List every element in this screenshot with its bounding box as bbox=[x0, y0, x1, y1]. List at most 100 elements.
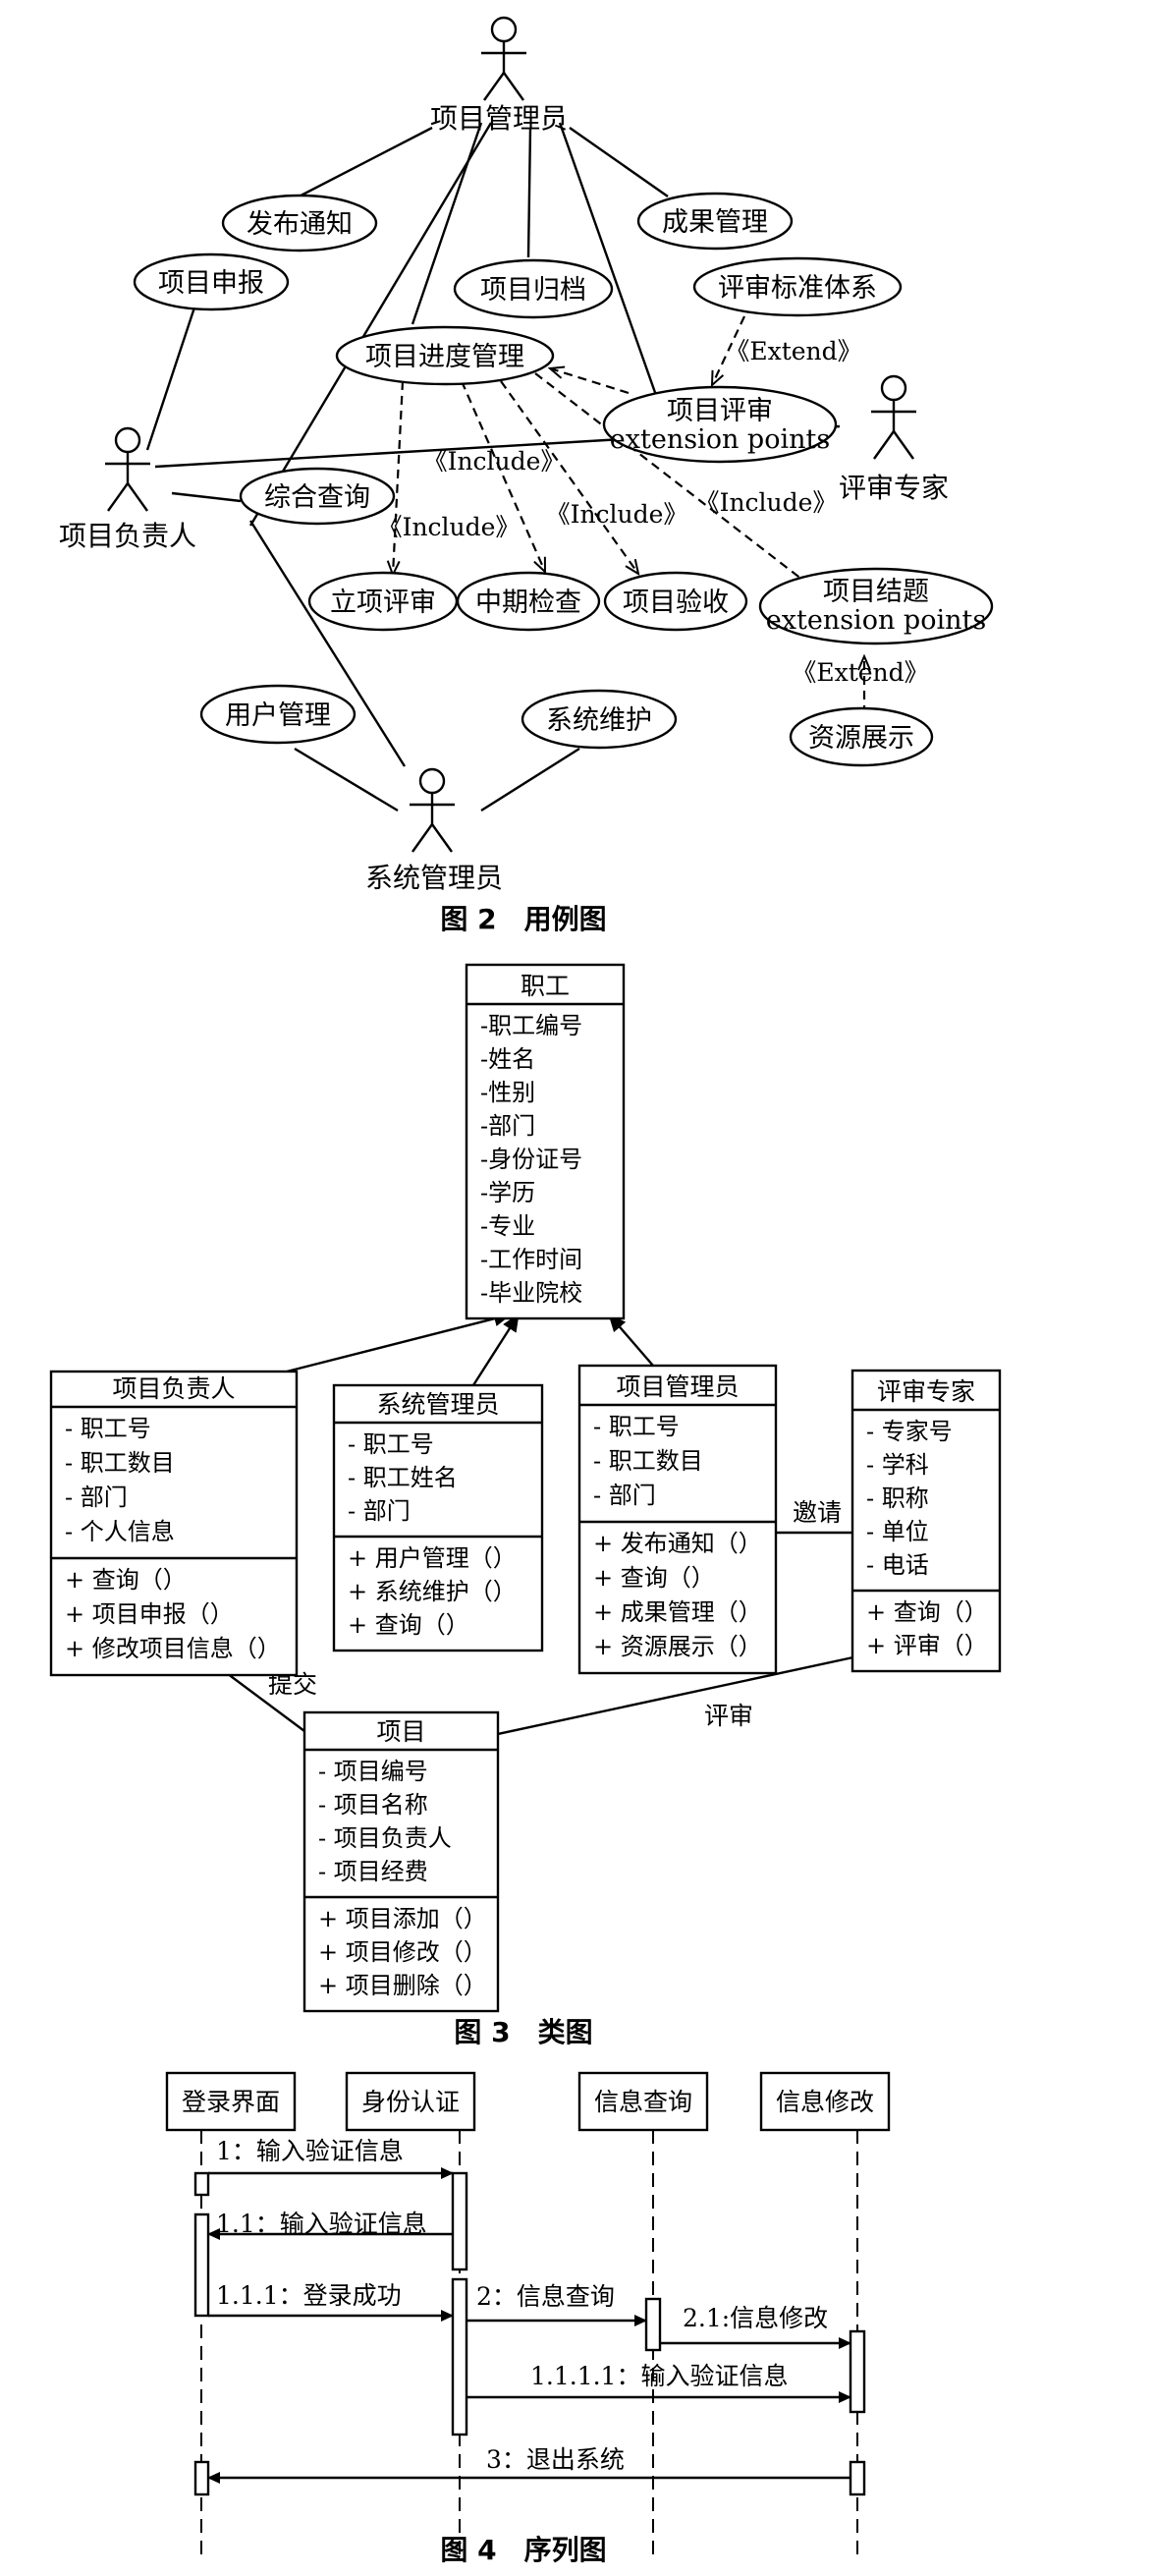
stereotype-extend-review: 《Extend》 bbox=[725, 337, 861, 365]
use-case-dependencies bbox=[386, 315, 871, 714]
class-attribute: - 职工号 bbox=[593, 1413, 680, 1440]
class-attribute: - 职工号 bbox=[348, 1430, 434, 1458]
svg-text:立项评审: 立项评审 bbox=[330, 588, 436, 618]
class-project-manager: 项目管理员- 职工号- 职工数目- 部门+ 发布通知（）+ 查询（）+ 成果管理… bbox=[577, 1364, 778, 1675]
actor-review-expert: 评审专家 bbox=[839, 374, 949, 504]
class-name: 评审专家 bbox=[877, 1377, 975, 1406]
class-name: 项目管理员 bbox=[616, 1372, 739, 1401]
class-attribute: - 项目负责人 bbox=[318, 1824, 452, 1852]
class-project: 项目- 项目编号- 项目名称- 项目负责人- 项目经费+ 项目添加（）+ 项目修… bbox=[302, 1710, 500, 2013]
stereotype-include-4: 《Include》 bbox=[695, 488, 838, 517]
class-project-leader: 项目负责人- 职工号- 职工数目- 部门- 个人信息+ 查询（）+ 项目申报（）… bbox=[49, 1370, 299, 1677]
class-attribute: - 职工号 bbox=[65, 1415, 151, 1442]
caption-use-case: 图 2 用例图 bbox=[440, 903, 606, 935]
class-attribute: -工作时间 bbox=[480, 1246, 582, 1273]
class-attribute: -部门 bbox=[480, 1112, 535, 1140]
svg-text:项目验收: 项目验收 bbox=[623, 588, 729, 618]
class-name: 项目负责人 bbox=[112, 1374, 235, 1403]
class-method: + 评审（） bbox=[866, 1632, 988, 1659]
use-case-project-acceptance: 项目验收 bbox=[603, 571, 748, 632]
class-box bbox=[332, 1383, 544, 1652]
class-box bbox=[577, 1364, 778, 1675]
svg-text:发布通知: 发布通知 bbox=[247, 209, 353, 240]
svg-text:中期检查: 中期检查 bbox=[475, 588, 581, 618]
stereotype-include-1: 《Include》 bbox=[423, 447, 566, 476]
activation-login-2 bbox=[193, 2212, 210, 2318]
activation-modify-1 bbox=[849, 2329, 866, 2414]
svg-text:项目结题: 项目结题 bbox=[823, 577, 929, 607]
svg-text:资源展示: 资源展示 bbox=[808, 723, 914, 754]
class-method: + 用户管理（） bbox=[348, 1544, 517, 1572]
svg-text:登录界面: 登录界面 bbox=[182, 2088, 280, 2116]
class-attribute: -身份证号 bbox=[480, 1146, 582, 1173]
class-method: + 查询（） bbox=[866, 1598, 988, 1626]
class-attribute: - 部门 bbox=[348, 1497, 411, 1525]
use-case-project-apply: 项目申报 bbox=[133, 252, 290, 311]
class-diagram: 邀请 提交 评审 职工-职工编号-姓名-性别-部门-身份证号-学历-专业-工作时… bbox=[49, 963, 1002, 2048]
actor-project-leader: 项目负责人 bbox=[59, 426, 196, 552]
use-case-midterm-check: 中期检查 bbox=[456, 571, 601, 632]
class-method: + 成果管理（） bbox=[593, 1598, 762, 1626]
activation-login-3 bbox=[193, 2460, 210, 2496]
stereotype-include-3: 《Include》 bbox=[546, 500, 688, 529]
class-method: + 修改项目信息（） bbox=[65, 1635, 281, 1662]
use-case-diagram: 项目管理员 项目负责人 评审专家 系统管理员 bbox=[59, 16, 994, 935]
class-method: + 查询（） bbox=[348, 1611, 469, 1639]
sequence-diagram: 登录界面 身份认证 信息查询 信息修改 1：输入验证信息 bbox=[165, 2071, 891, 2566]
class-attribute: -专业 bbox=[480, 1212, 535, 1240]
class-name: 职工 bbox=[521, 972, 570, 1000]
svg-text:综合查询: 综合查询 bbox=[264, 482, 370, 513]
use-case-project-review: 项目评审 extension points bbox=[602, 385, 838, 464]
message-1: 1：输入验证信息 bbox=[208, 2137, 454, 2179]
class-attribute: - 个人信息 bbox=[65, 1518, 175, 1545]
class-review-expert: 评审专家- 专家号- 学科- 职称- 单位- 电话+ 查询（）+ 评审（） bbox=[850, 1369, 1002, 1673]
class-attribute: -学历 bbox=[480, 1179, 535, 1206]
message-1-1-1: 1.1.1：登录成功 bbox=[208, 2281, 454, 2322]
actor-project-leader-label: 项目负责人 bbox=[59, 520, 196, 552]
svg-text:用户管理: 用户管理 bbox=[225, 700, 331, 731]
message-2-1: 2.1:信息修改 bbox=[660, 2304, 851, 2349]
svg-text:系统维护: 系统维护 bbox=[546, 705, 652, 736]
class-attribute: - 职工数目 bbox=[65, 1449, 175, 1477]
stereotype-extend-closure: 《Extend》 bbox=[792, 658, 928, 687]
svg-text:项目进度管理: 项目进度管理 bbox=[365, 342, 524, 372]
class-method: + 查询（） bbox=[65, 1566, 187, 1594]
svg-text:项目归档: 项目归档 bbox=[480, 275, 586, 306]
caption-sequence: 图 4 序列图 bbox=[440, 2534, 606, 2566]
lifeline-info-query: 信息查询 bbox=[577, 2071, 709, 2554]
use-case-combined-query: 综合查询 bbox=[239, 467, 396, 526]
message-1-1-1-1: 1.1.1.1：输入验证信息 bbox=[466, 2362, 851, 2403]
svg-text:成果管理: 成果管理 bbox=[662, 207, 768, 238]
class-attribute: - 职称 bbox=[866, 1484, 929, 1512]
class-attribute: - 项目名称 bbox=[318, 1791, 428, 1819]
assoc-invite-label: 邀请 bbox=[793, 1498, 842, 1527]
svg-text:评审标准体系: 评审标准体系 bbox=[718, 273, 877, 304]
class-attribute: - 职工姓名 bbox=[348, 1464, 458, 1491]
actor-system-admin-label: 系统管理员 bbox=[365, 862, 503, 894]
use-case-project-archive: 项目归档 bbox=[453, 258, 614, 319]
message-2: 2：信息查询 bbox=[466, 2282, 647, 2326]
class-attribute: - 部门 bbox=[593, 1482, 656, 1509]
class-method: + 项目申报（） bbox=[65, 1600, 234, 1628]
class-attribute: - 专家号 bbox=[866, 1418, 953, 1445]
use-case-progress-management: 项目进度管理 bbox=[335, 325, 555, 386]
actor-system-admin: 系统管理员 bbox=[365, 767, 503, 894]
svg-text:extension points: extension points bbox=[766, 605, 986, 636]
class-method: + 项目添加（） bbox=[318, 1905, 487, 1932]
activation-modify-2 bbox=[849, 2460, 866, 2496]
class-attribute: - 项目编号 bbox=[318, 1758, 428, 1785]
use-case-approval-review: 立项评审 bbox=[307, 571, 459, 632]
actor-project-manager: 项目管理员 bbox=[430, 16, 568, 135]
class-attribute: -性别 bbox=[480, 1079, 535, 1106]
svg-text:1.1：输入验证信息: 1.1：输入验证信息 bbox=[216, 2210, 427, 2238]
activation-login-1 bbox=[193, 2171, 210, 2197]
class-name: 系统管理员 bbox=[376, 1390, 499, 1419]
lifeline-login-ui: 登录界面 bbox=[165, 2071, 297, 2554]
svg-text:1.1.1.1：输入验证信息: 1.1.1.1：输入验证信息 bbox=[530, 2362, 788, 2390]
svg-text:身份认证: 身份认证 bbox=[361, 2088, 460, 2116]
svg-text:2：信息查询: 2：信息查询 bbox=[476, 2282, 615, 2311]
message-1-1: 1.1：输入验证信息 bbox=[207, 2210, 453, 2240]
svg-text:1：输入验证信息: 1：输入验证信息 bbox=[216, 2137, 404, 2165]
svg-text:项目评审: 项目评审 bbox=[667, 396, 773, 426]
